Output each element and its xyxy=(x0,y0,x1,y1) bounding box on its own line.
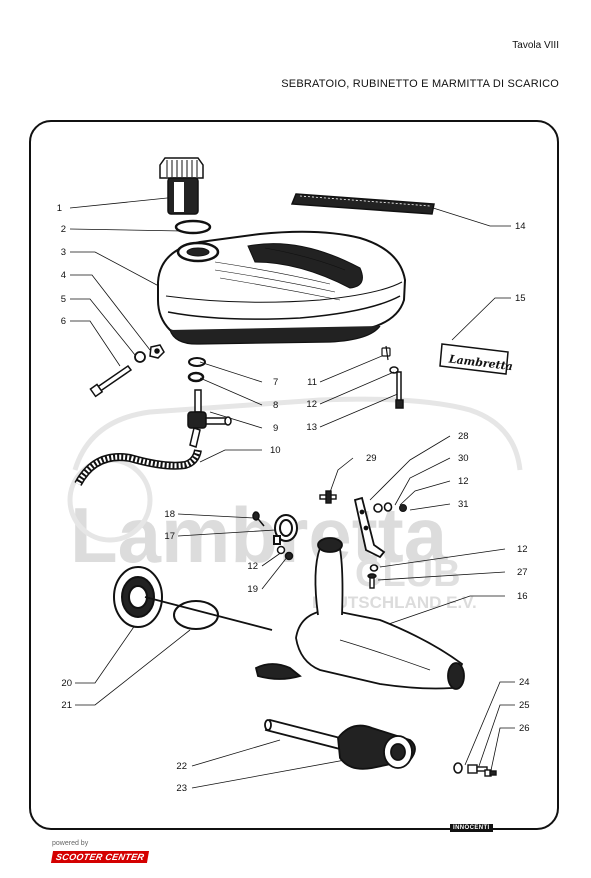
part-label-11: 11 xyxy=(307,377,317,388)
part-label-21: 21 xyxy=(61,700,72,711)
part-label-14: 14 xyxy=(515,221,526,232)
tank-nut-part xyxy=(149,344,165,359)
part-label-28: 28 xyxy=(458,431,469,442)
part-label-7: 7 xyxy=(273,377,278,388)
part-label-15: 15 xyxy=(515,293,526,304)
washer-8-part xyxy=(187,371,205,383)
exhaust-clamp-part xyxy=(273,514,298,545)
plate-number: Tavola VIII xyxy=(512,40,559,51)
tank-bolt-part xyxy=(89,364,133,398)
innocenti-logo: INNOCENTI xyxy=(450,824,493,832)
part-label-31: 31 xyxy=(458,499,469,510)
leader-lines xyxy=(69,196,515,789)
part-label-29: 29 xyxy=(366,453,377,464)
screw-26-part xyxy=(484,769,497,777)
part-label-23: 23 xyxy=(176,783,187,794)
stud-29-part xyxy=(319,490,337,504)
fuel-tap-part xyxy=(187,389,232,448)
clamp-nut-part xyxy=(276,545,294,561)
scooter-center-logo: SCOOTER CENTER xyxy=(50,851,150,863)
part-label-18: 18 xyxy=(164,509,175,520)
silencer-end-part xyxy=(337,724,416,770)
part-label-17: 17 xyxy=(164,531,175,542)
part-label-30: 30 xyxy=(458,453,469,464)
part-label-13: 13 xyxy=(306,422,317,433)
part-label-19: 19 xyxy=(247,584,258,595)
diagram-frame xyxy=(29,120,559,830)
part-label-9: 9 xyxy=(273,423,278,434)
part-label-27: 27 xyxy=(517,567,528,578)
washer-7-part xyxy=(188,357,206,367)
sponsor-brand: powered by SCOOTER CENTER xyxy=(50,840,150,865)
part-label-1: 1 xyxy=(57,203,62,214)
powered-by-text: powered by xyxy=(52,840,89,847)
filler-cap-part xyxy=(159,157,204,215)
part-label-26: 26 xyxy=(519,723,530,734)
part-label-12b: 12 xyxy=(458,476,469,487)
muffler-bracket-part xyxy=(353,496,386,559)
part-label-12a: 12 xyxy=(306,399,317,410)
mount-bolt-part xyxy=(395,371,404,409)
washer-12a-part xyxy=(389,366,399,374)
part-label-24: 24 xyxy=(519,677,530,688)
air-filter-part xyxy=(113,566,163,628)
fuel-tank-part xyxy=(157,230,407,345)
watermark-country: DEUTSCHLAND E.V. xyxy=(312,593,477,612)
part-label-25: 25 xyxy=(519,700,530,711)
lambretta-decal-part: Lambretta xyxy=(439,343,514,375)
part-label-6: 6 xyxy=(61,316,66,327)
page-title: SEBRATOIO, RUBINETTO E MARMITTA DI SCARI… xyxy=(281,78,559,90)
washer-24-part xyxy=(453,762,463,774)
page-header: Tavola VIII SEBRATOIO, RUBINETTO E MARMI… xyxy=(281,40,559,90)
washer-30-part xyxy=(373,503,383,513)
rubber-strip-part xyxy=(290,193,435,215)
part-labels: 1 2 3 4 5 6 7 8 9 10 11 12 13 14 15 28 3… xyxy=(57,203,530,794)
mount-clip-part xyxy=(381,345,391,361)
part-label-2: 2 xyxy=(61,224,66,235)
part-label-5: 5 xyxy=(61,294,66,305)
part-label-22: 22 xyxy=(176,761,187,772)
part-label-4: 4 xyxy=(61,270,66,281)
washer-12b-part xyxy=(383,502,393,512)
part-label-16: 16 xyxy=(517,591,528,602)
tank-washer-part xyxy=(134,351,146,363)
part-label-3: 3 xyxy=(61,247,66,258)
bolt-27-part xyxy=(367,573,377,589)
bolt-25-part xyxy=(467,764,488,774)
part-label-10: 10 xyxy=(270,445,281,456)
part-label-8: 8 xyxy=(273,400,278,411)
part-label-20: 20 xyxy=(61,678,72,689)
gasket-ring-part xyxy=(174,219,212,235)
clamp-bolt-part xyxy=(252,511,265,527)
nut-31-part xyxy=(399,504,407,512)
filter-rod-part xyxy=(144,596,273,631)
muffler-part xyxy=(254,537,465,690)
part-label-12c: 12 xyxy=(517,544,528,555)
washer-12c-part xyxy=(369,564,379,572)
tailpipe-part xyxy=(264,718,350,752)
part-label-12d: 12 xyxy=(247,561,258,572)
